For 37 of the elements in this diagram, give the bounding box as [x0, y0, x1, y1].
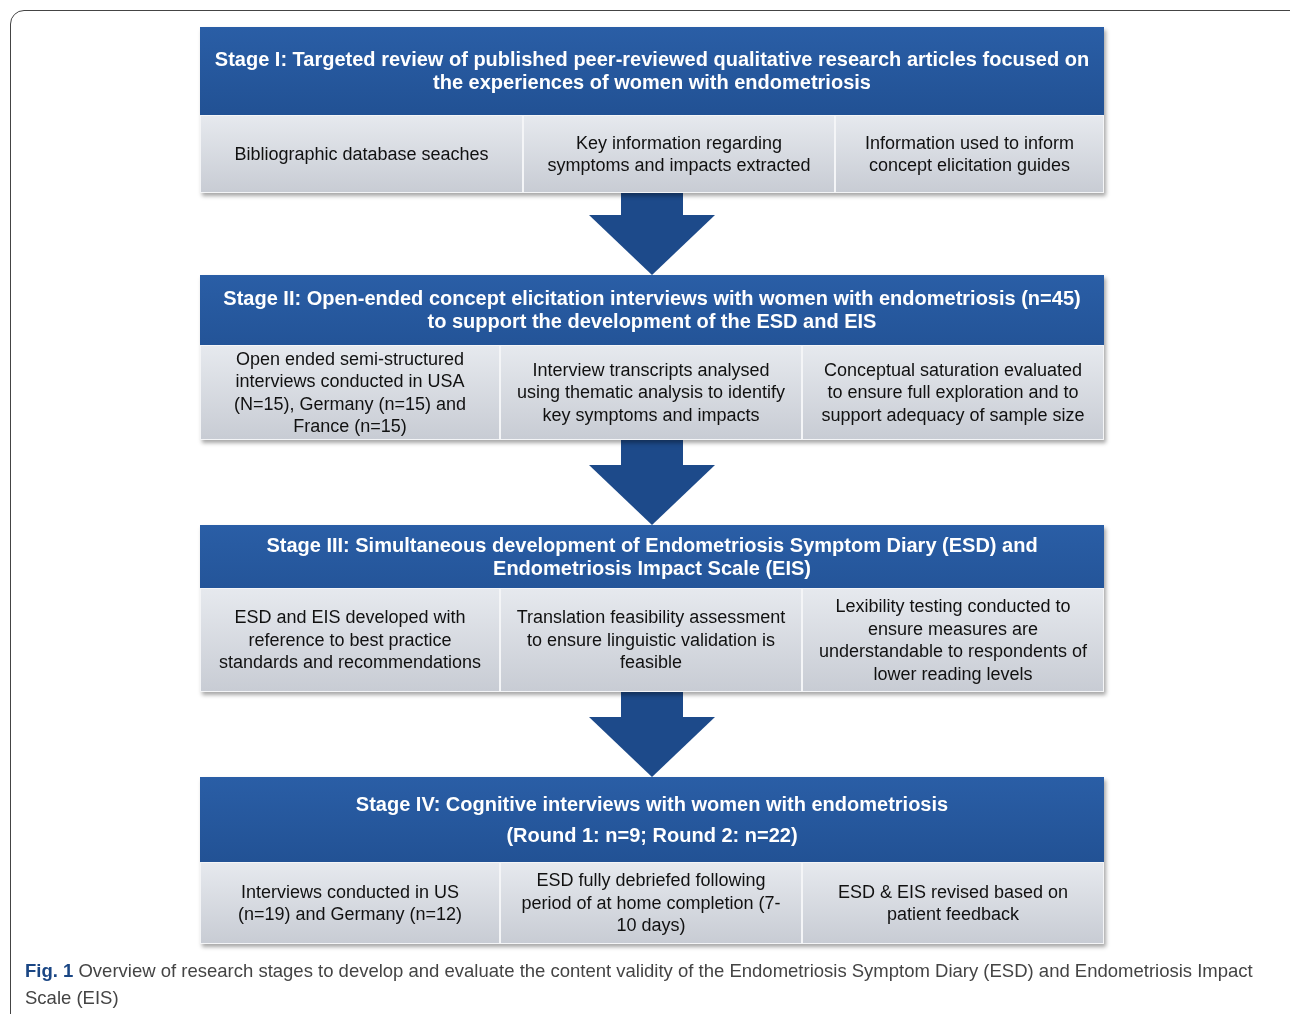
step-text: ESD & EIS revised based on patient feedback: [836, 880, 1070, 926]
step-text: Interviews conducted in US (n=19) and Germany (n=12): [236, 880, 464, 926]
down-arrow: [589, 692, 715, 777]
step-text: ESD and EIS developed with reference to best practice standards and recommendations: [217, 606, 483, 674]
step-box: [523, 115, 835, 193]
step-box: [835, 115, 1104, 193]
down-arrow: [589, 193, 715, 275]
step-box: [200, 345, 500, 440]
stage-panel: [200, 777, 1104, 944]
stage-heading: Stage IV: Cognitive interviews with women with endometriosis: [355, 792, 949, 816]
step-text: Translation feasibility assessment to ensure linguistic validation is feasible: [515, 606, 787, 674]
step-text: Information used to inform concept elicitation guides: [863, 131, 1076, 177]
step-text: Bibliographic database seaches: [234, 142, 489, 166]
stage-panel: [200, 27, 1104, 193]
down-arrow: [589, 440, 715, 525]
stage-heading: Stage I: Targeted review of published peer-reviewed qualitative research articles focused on the experiences of women with endometriosis: [214, 48, 1090, 94]
step-text: Interview transcripts analysed using thematic analysis to identify key symptoms and impacts: [515, 358, 787, 427]
step-box: [200, 115, 523, 193]
step-text: ESD fully debriefed following period of at home completion (7-10 days): [520, 869, 782, 937]
figure-caption: Fig. 1 Overview of research stages to develop and evaluate the content validity of the Endometriosis Symptom Diary (ESD) and Endometriosis Impact Scale (EIS): [25, 959, 1254, 1010]
step-box: [200, 588, 500, 692]
stage-panel: [200, 275, 1104, 440]
step-text: Open ended semi-structured interviews conducted in USA (N=15), Germany (n=15) and France (n=15): [232, 347, 468, 438]
stage-heading: (Round 1: n=9; Round 2: n=22): [506, 823, 798, 847]
step-text: Key information regarding symptoms and impacts extracted: [546, 131, 812, 177]
stage-heading: Stage III: Simultaneous development of Endometriosis Symptom Diary (ESD) and Endometriosis Impact Scale (EIS): [265, 533, 1039, 580]
step-box: [500, 588, 802, 692]
step-box: [500, 862, 802, 944]
step-box: [802, 862, 1104, 944]
step-box: [200, 862, 500, 944]
step-text: Lexibility testing conducted to ensure measures are understandable to respondents of lower reading levels: [817, 595, 1089, 685]
stage-panel: [200, 525, 1104, 692]
step-box: [802, 345, 1104, 440]
stage-heading: Stage II: Open-ended concept elicitation interviews with women with endometriosis (n=45) to support the development of the ESD and EIS: [222, 287, 1082, 333]
step-box: [802, 588, 1104, 692]
step-box: [500, 345, 802, 440]
step-text: Conceptual saturation evaluated to ensure full exploration and to support adequacy of sample size: [820, 358, 1086, 427]
